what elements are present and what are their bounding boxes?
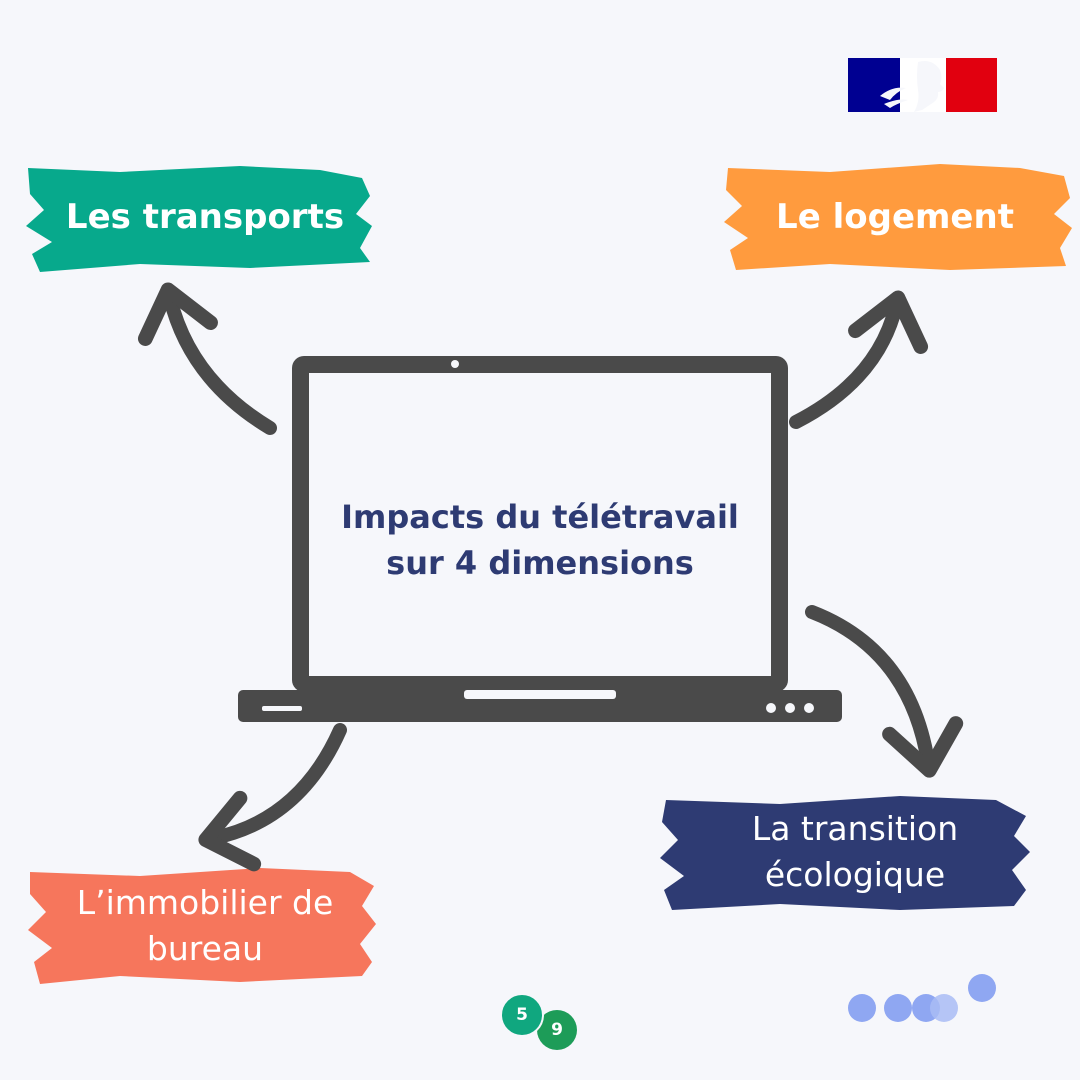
label-immobilier-line2: bureau (146, 929, 264, 969)
arrow-to-immobilier (198, 723, 347, 872)
center-title-line1: Impacts du télétravail (341, 498, 739, 536)
arrow-to-transition (805, 605, 964, 778)
center-title: Impacts du télétravail sur 4 dimensions (310, 494, 770, 587)
label-transports-text: Les transports (65, 197, 345, 237)
laptop-icon (238, 356, 842, 722)
logement-brush (724, 164, 1072, 270)
label-logement-text: Le logement (776, 197, 1014, 237)
label-transition-line2: écologique (764, 855, 946, 895)
arrow-to-transports (137, 282, 277, 435)
immobilier-brush (28, 868, 376, 984)
page-current-badge: 5 (500, 993, 544, 1037)
center-title-line2: sur 4 dimensions (386, 544, 694, 583)
transition-brush (660, 796, 1030, 910)
transports-brush (26, 166, 372, 272)
label-transition: La transition écologique (690, 806, 1020, 898)
arrow-to-logement (789, 290, 929, 429)
label-transition-line1: La transition (751, 809, 959, 848)
label-immobilier: L’immobilier de bureau (40, 880, 370, 972)
label-immobilier-line1: L’immobilier de (76, 883, 334, 922)
dots-decoration-icon (848, 974, 996, 1022)
label-logement: Le logement (745, 196, 1045, 239)
label-transports: Les transports (60, 196, 350, 239)
republique-francaise-flag-icon (848, 58, 997, 112)
